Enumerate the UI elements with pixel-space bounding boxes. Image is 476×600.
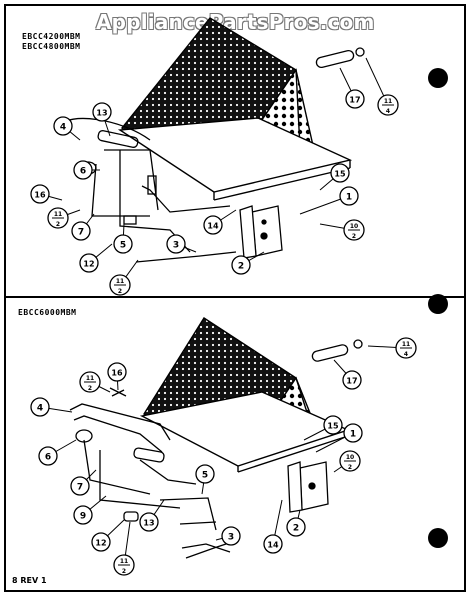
callout-bottom-16-label: 16: [111, 369, 123, 378]
callout-top-3-label: 3: [173, 241, 179, 251]
fraction-callout-top-2-denominator: 2: [118, 288, 122, 295]
fraction-callout-top-1-denominator: 2: [56, 221, 60, 228]
callout-top-16-label: 16: [34, 191, 46, 200]
callout-bottom-15: [323, 415, 343, 435]
callout-top-6-label: 6: [80, 167, 86, 177]
callout-top-17: [345, 89, 365, 109]
callout-bottom-16: [107, 362, 127, 382]
model-number-bottom: EBCC6000MBM: [18, 308, 77, 317]
model-number-top-2: EBCC4800MBM: [22, 42, 81, 51]
callout-top-3: [166, 234, 186, 254]
callout-top-17-label: 17: [349, 96, 360, 105]
fraction-callout-bottom-1-denominator: 2: [88, 385, 92, 392]
callout-bottom-2-label: 2: [293, 524, 299, 534]
fraction-callout-top-1-numerator: 11: [54, 211, 62, 218]
watermark-text: AppliancePartsPros.com: [96, 10, 375, 34]
fraction-callout-bottom-0-denominator: 4: [404, 351, 408, 358]
callout-top-14: [203, 215, 223, 235]
callout-top-13-label: 13: [96, 109, 107, 118]
callout-top-7-label: 7: [78, 228, 84, 238]
model-number-top-1: EBCC4200MBM: [22, 32, 81, 41]
fraction-callout-top-0-numerator: 11: [384, 98, 392, 105]
callout-bottom-3-label: 3: [228, 533, 234, 543]
callout-top-16: [30, 184, 50, 204]
coil-assembly-top: [117, 17, 353, 201]
fraction-callout-top-3-denominator: 2: [352, 233, 356, 240]
callout-bottom-17: [342, 370, 362, 390]
binder-hole: [428, 528, 448, 548]
callout-top-4-label: 4: [60, 123, 66, 133]
binder-hole: [428, 68, 448, 88]
fraction-callout-bottom-1-numerator: 11: [86, 375, 94, 382]
callout-bottom-2: [286, 517, 306, 537]
callout-top-5-label: 5: [120, 241, 126, 251]
callout-bottom-17-label: 17: [346, 377, 357, 386]
section-divider: [4, 296, 466, 298]
fraction-callout-bottom-2-denominator: 2: [348, 464, 352, 471]
callout-top-6: [73, 160, 93, 180]
callout-bottom-5-label: 5: [202, 471, 208, 481]
callout-bottom-13-label: 13: [143, 519, 154, 528]
callout-top-7: [71, 221, 91, 241]
callout-bottom-6: [38, 446, 58, 466]
fraction-callout-bottom-2-numerator: 10: [346, 454, 354, 461]
callout-bottom-3: [221, 526, 241, 546]
coil-assembly-bottom: [139, 317, 350, 473]
tubing-bottom: [69, 387, 239, 559]
page-border: [4, 4, 466, 592]
callout-bottom-7-label: 7: [77, 483, 83, 493]
callout-bottom-9-label: 9: [80, 512, 86, 522]
callout-top-13: [92, 102, 112, 122]
callout-bottom-15-label: 15: [327, 422, 339, 431]
callout-top-15: [330, 163, 350, 183]
callout-top-2: [231, 255, 251, 275]
binder-hole: [428, 294, 448, 314]
callout-bottom-9: [73, 505, 93, 525]
fraction-callout-bottom-3-denominator: 2: [122, 568, 126, 575]
fraction-callout-top-0-denominator: 4: [386, 108, 390, 115]
callout-bottom-12-label: 12: [95, 539, 106, 548]
callout-bottom-6-label: 6: [45, 453, 51, 463]
callout-bottom-1: [343, 423, 363, 443]
callout-top-5: [113, 234, 133, 254]
callout-top-2-label: 2: [238, 262, 244, 272]
callout-bottom-4: [30, 397, 50, 417]
callout-top-1-label: 1: [346, 193, 352, 203]
control-box-bottom: [287, 461, 329, 513]
callout-bottom-1-label: 1: [350, 430, 356, 440]
callout-top-14-label: 14: [207, 222, 219, 231]
fraction-callout-top-3-numerator: 10: [350, 223, 358, 230]
pipe-part-top: [315, 47, 365, 69]
callout-top-15-label: 15: [334, 170, 346, 179]
callout-layer: 1234567121314151617123456791213141516171…: [30, 89, 417, 576]
callout-top-12-label: 12: [83, 260, 94, 269]
callout-bottom-7: [70, 476, 90, 496]
callout-top-12: [79, 253, 99, 273]
callout-bottom-13: [139, 512, 159, 532]
fraction-callout-top-2-numerator: 11: [116, 278, 124, 285]
callout-bottom-4-label: 4: [37, 404, 43, 414]
control-box-top: [239, 205, 283, 259]
callout-top-4: [53, 116, 73, 136]
callout-bottom-5: [195, 464, 215, 484]
callout-bottom-12: [91, 532, 111, 552]
callout-bottom-14: [263, 534, 283, 554]
fraction-callout-bottom-0-numerator: 11: [402, 341, 410, 348]
page-revision-footer: 8 REV 1: [12, 576, 47, 585]
callout-bottom-14-label: 14: [267, 541, 279, 550]
callout-top-1: [339, 186, 359, 206]
pipe-part-bottom: [311, 339, 363, 362]
fraction-callout-bottom-3-numerator: 11: [120, 558, 128, 565]
